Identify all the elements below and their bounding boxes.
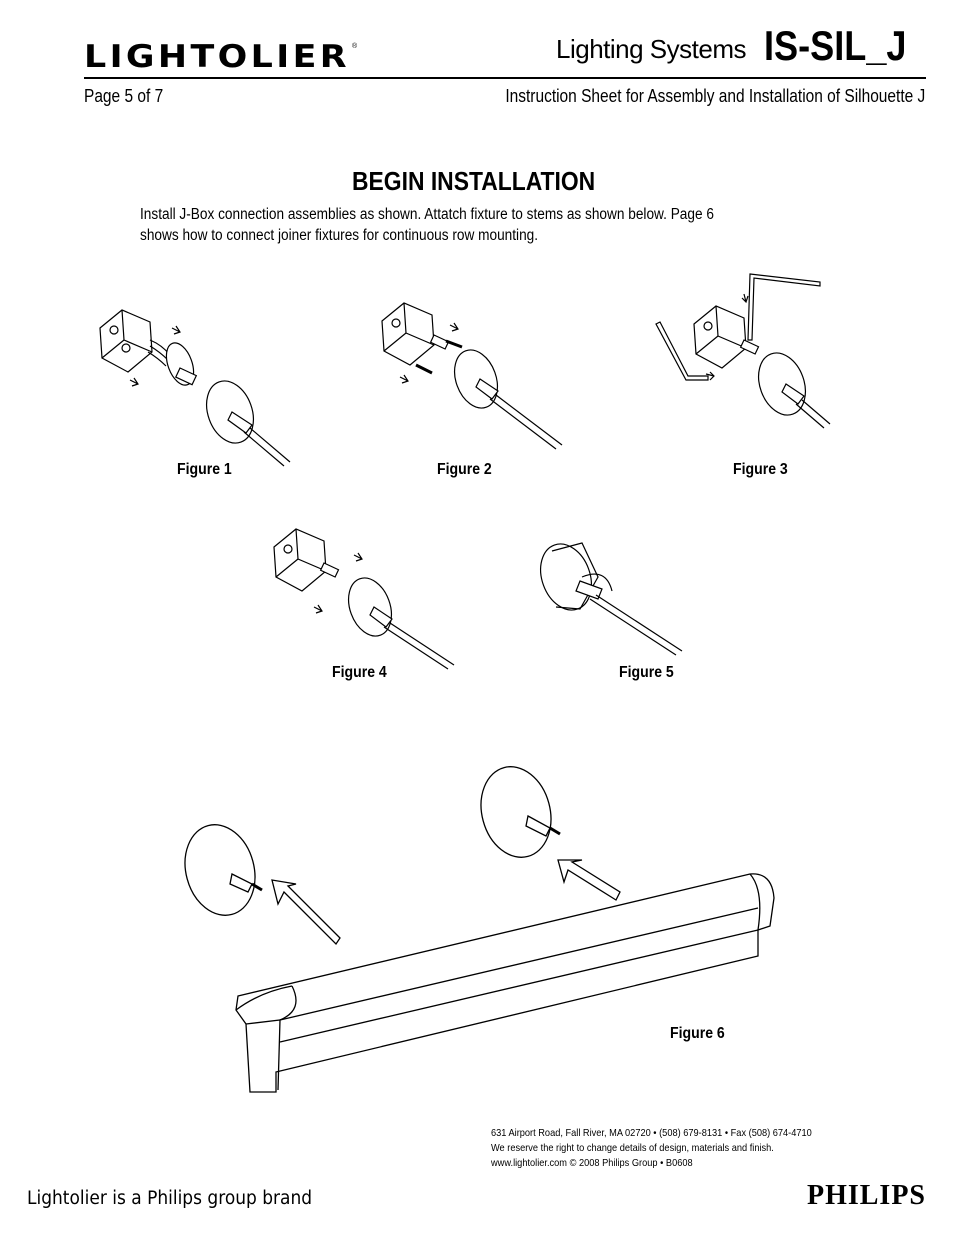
figure-2-label: Figure 2 xyxy=(437,461,492,478)
intro-paragraph: Install J-Box connection assemblies as s… xyxy=(140,204,782,246)
page-indicator: Page 5 of 7 xyxy=(84,86,164,106)
intro-line-1: Install J-Box connection assemblies as s… xyxy=(140,206,714,223)
brand-statement: Lightolier is a Philips group brand xyxy=(27,1188,313,1209)
registered-mark: ® xyxy=(352,43,358,50)
arrow-right xyxy=(558,860,620,900)
figure-6-label: Figure 6 xyxy=(670,1025,725,1042)
lightolier-logo: LIGHTOLIER xyxy=(84,39,350,75)
figure-4-label: Figure 4 xyxy=(332,664,387,681)
address-line: 631 Airport Road, Fall River, MA 02720 •… xyxy=(491,1127,812,1139)
arrow-left xyxy=(272,880,340,944)
right-canopy xyxy=(471,759,560,865)
figure-3-illustration xyxy=(652,268,832,448)
figure-1-illustration xyxy=(92,300,292,465)
philips-logo: PHILIPS xyxy=(806,1180,926,1211)
system-label: Lighting Systems xyxy=(556,34,746,64)
document-subtitle: Instruction Sheet for Assembly and Insta… xyxy=(505,86,925,106)
document-code: IS-SIL_J xyxy=(764,22,907,69)
header-rule xyxy=(84,77,926,79)
intro-line-2: shows how to connect joiner fixtures for… xyxy=(140,227,539,244)
disclaimer-line: We reserve the right to change details o… xyxy=(491,1142,774,1154)
figure-5-illustration xyxy=(536,537,696,657)
figure-5-label: Figure 5 xyxy=(619,664,674,681)
figure-3-label: Figure 3 xyxy=(733,461,788,478)
figure-4-illustration xyxy=(270,525,460,665)
left-canopy xyxy=(175,817,264,923)
figure-1-label: Figure 1 xyxy=(177,461,232,478)
lightolier-logo-text: LIGHTOLIER xyxy=(84,39,350,75)
figure-6-illustration xyxy=(180,780,780,1100)
figure-2-illustration xyxy=(376,295,576,460)
fixture-body xyxy=(236,874,774,1092)
web-line: www.lightolier.com © 2008 Philips Group … xyxy=(491,1157,693,1169)
section-heading: BEGIN INSTALLATION xyxy=(352,166,596,196)
company-contact-block: 631 Airport Road, Fall River, MA 02720 •… xyxy=(491,1126,812,1171)
